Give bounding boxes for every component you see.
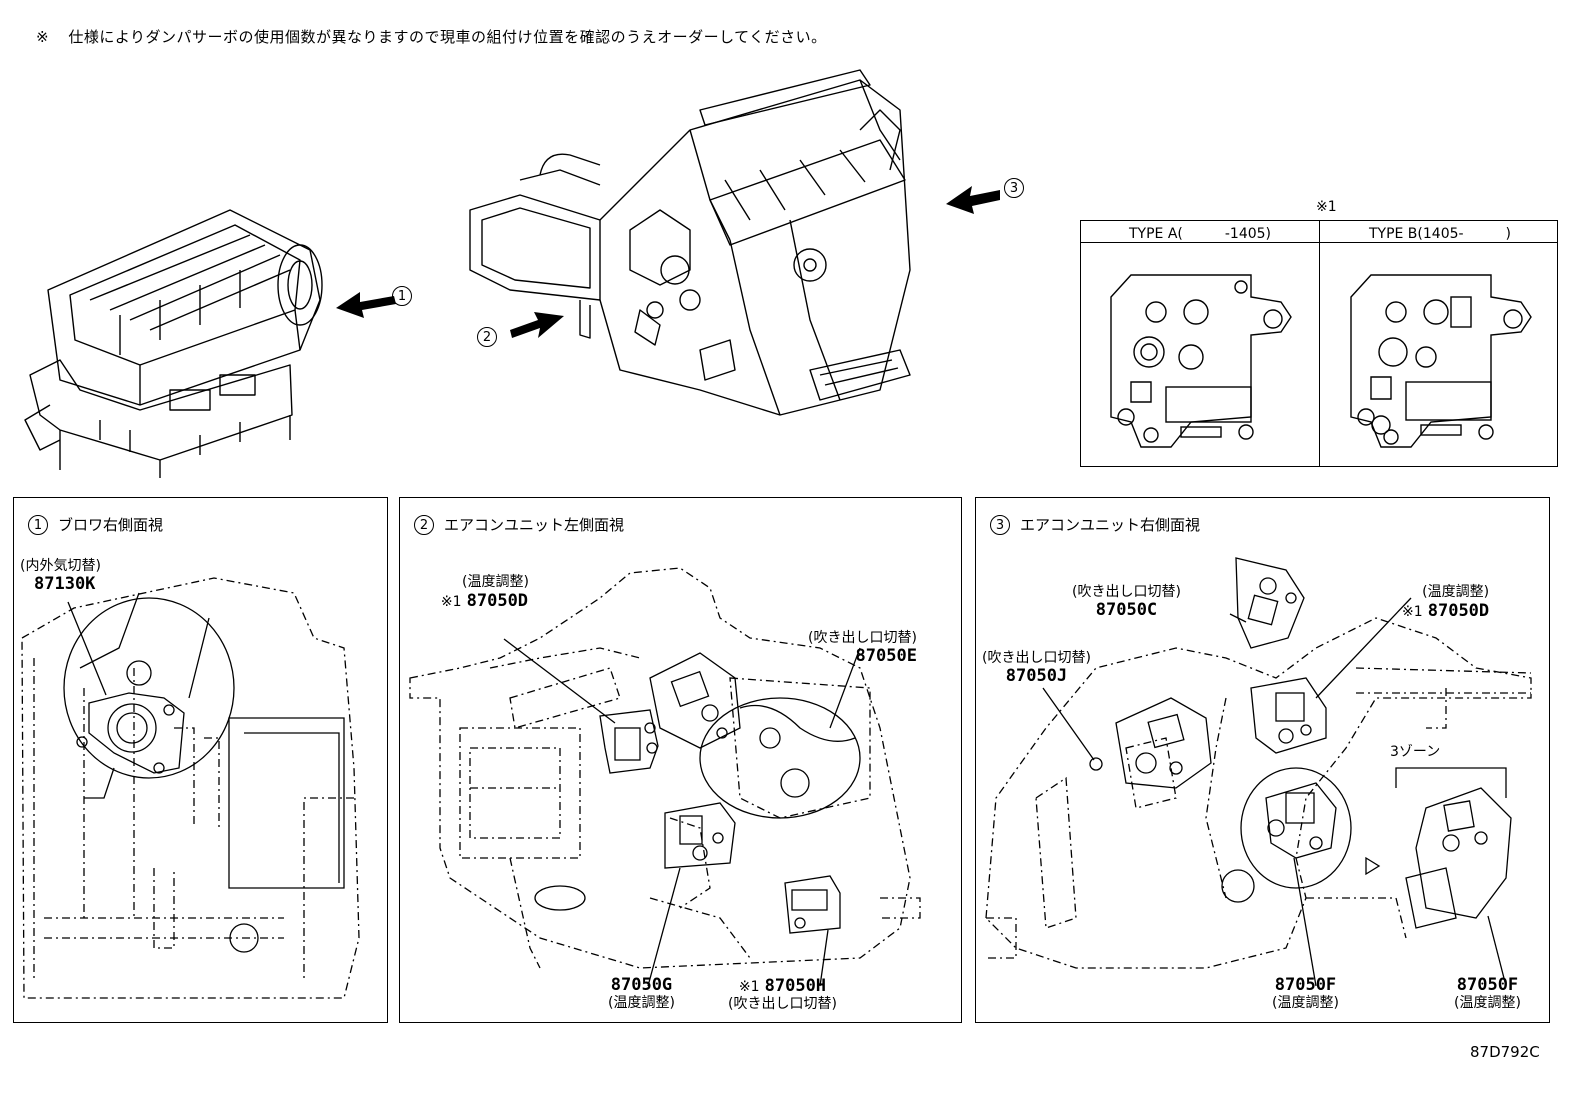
panel-3-label-87050C-desc: (吹き出し口切替) [1072,584,1181,600]
panel-1-drawing [21,577,360,999]
panel-3-label-87050C: (吹き出し口切替) 87050C [1072,584,1181,620]
type-table-divider [1319,221,1320,466]
panel-3-zone-label: 3ゾーン [1390,744,1441,760]
arrow-1-icon [336,292,396,318]
label-87130K-code: 87130K [34,574,96,594]
panel-1-number: 1 [28,514,48,535]
panel-3-label-87050C-code: 87050C [1095,600,1158,620]
panel-3-drawing [985,557,1532,987]
panel-2-label-87050E-code: 87050E [855,646,917,666]
panel-3-label-87050D-code: 87050D [1427,601,1490,621]
panel-2-label-87050E: (吹き出し口切替) 87050E [808,630,917,666]
panel-2-label-87050D-mark: ※1 [440,594,462,610]
panel-1-title: 1 ブロワ右側面視 [28,514,163,535]
panel-2-number: 2 [414,514,434,535]
panel-2-label-87050H-desc: (吹き出し口切替) [728,996,837,1012]
panel-3-label-87050F-a: 87050F (温度調整) [1272,976,1339,1012]
type-table: TYPE A( -1405) TYPE B(1405- ) [1080,220,1558,467]
type-b-servo-illustration [1350,274,1532,448]
panel-3-label-87050J-code: 87050J [1005,666,1068,686]
panel-3-title: 3 エアコンユニット右側面視 [990,514,1200,535]
panel-3-label-87050D: (温度調整) ※1 87050D [1402,584,1489,621]
type-a-heading: TYPE A( -1405) [1128,226,1272,242]
panel-2-label-87050G-desc: (温度調整) [608,995,675,1011]
panel-2-label-87050D-code: 87050D [466,591,529,611]
panel-2-label-87050H-code: 87050H [764,976,827,996]
panel-3-label-87050F-b-desc: (温度調整) [1454,995,1521,1011]
panel-2-title-text: エアコンユニット左側面視 [444,516,625,534]
panel-3-label-87050F-b-code: 87050F [1456,975,1519,995]
arrow-2-label: 2 [477,326,497,347]
type-table-mark: ※1 [1316,199,1337,215]
panel-2-label-87050D-desc: (温度調整) [462,574,529,590]
spec-note: ※ 仕様によりダンパサーボの使用個数が異なりますので現車の組付け位置を確認のうえ… [36,26,827,47]
arrow-2-icon [510,312,564,338]
panel-1-title-text: ブロワ右側面視 [58,516,164,534]
arrow-1-label: 1 [392,285,412,306]
note-mark: ※ [36,28,50,46]
hvac-unit-illustration [469,69,911,416]
panel-3-label-87050F-a-code: 87050F [1274,975,1337,995]
panel-2-label-87050D: (温度調整) ※1 87050D [441,574,529,611]
panel-1-blower-right-side: 1 ブロワ右側面視 (内外気切替) 87130K [13,497,388,1023]
type-b-heading: TYPE B(1405- ) [1368,226,1512,242]
panel-3-aircon-right-side: 3 エアコンユニット右側面視 [975,497,1550,1023]
panel-2-label-87050H-mark: ※1 [738,979,760,995]
panel-2-label-87050G: 87050G (温度調整) [608,976,675,1012]
panel-2-drawing [409,567,921,987]
panel-3-label-87050J-desc: (吹き出し口切替) [982,650,1091,666]
panel-3-title-text: エアコンユニット右側面視 [1020,516,1201,534]
panel-3-number: 3 [990,514,1010,535]
arrow-3-label: 3 [1004,177,1024,198]
blower-unit-illustration [24,209,323,478]
panel-3-label-87050F-a-desc: (温度調整) [1272,995,1339,1011]
panel-2-label-87050E-desc: (吹き出し口切替) [808,630,917,646]
label-87130K-desc: (内外気切替) [20,558,101,574]
panel-2-label-87050H: ※1 87050H (吹き出し口切替) [728,976,837,1013]
panel-3-label-87050D-mark: ※1 [1402,604,1423,620]
panel-3-label-87050J: (吹き出し口切替) 87050J [982,650,1091,686]
panel-3-label-87050F-b: 87050F (温度調整) [1454,976,1521,1012]
panel-3-label-87050D-desc: (温度調整) [1422,584,1490,600]
note-text: 仕様によりダンパサーボの使用個数が異なりますので現車の組付け位置を確認のうえオー… [68,28,827,46]
type-a-servo-illustration [1110,274,1292,448]
panel-2-aircon-left-side: 2 エアコンユニット左側面視 [399,497,962,1023]
panel-2-label-87050G-code: 87050G [610,975,673,995]
label-87130K: (内外気切替) 87130K [20,558,101,594]
diagram-code: 87D792C [1470,1043,1540,1061]
panel-2-title: 2 エアコンユニット左側面視 [414,514,624,535]
arrow-3-icon [946,186,1000,214]
